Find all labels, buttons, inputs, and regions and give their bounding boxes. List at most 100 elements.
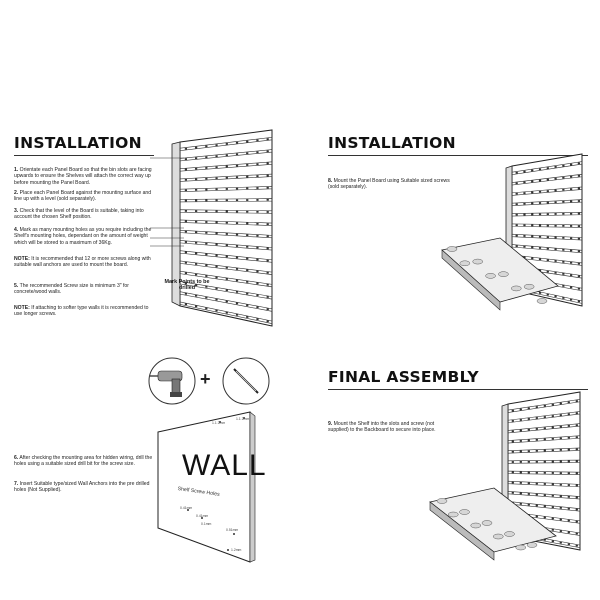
pegboard-slot [543, 404, 546, 407]
mark-points-caption: Mark Points to be drilled [164, 279, 210, 292]
pegboard-slot [570, 212, 573, 215]
pegboard-slot [246, 140, 249, 143]
pegboard-slot-row [179, 291, 273, 312]
pegboard-slot [554, 260, 557, 262]
pegboard-slot [215, 287, 218, 290]
pegboard-slot [543, 460, 546, 463]
pegboard-slot [543, 416, 546, 418]
pegboard-slot [551, 437, 554, 440]
pegboard-slot [515, 192, 518, 195]
pegboard-slot [225, 199, 228, 202]
pegboard-slot [538, 247, 542, 249]
dimension-label: 1.1 2mm [236, 417, 250, 421]
pegboard-slot [575, 412, 578, 415]
step-2: 2. Place each Panel Board against the mo… [14, 190, 152, 203]
pegboard-slot-row [511, 211, 583, 217]
pegboard-slot [184, 272, 188, 274]
pegboard-slot [256, 270, 259, 273]
pegboard-slot [562, 212, 565, 215]
pegboard-slot [266, 162, 269, 165]
wall-label: WALL [182, 449, 267, 482]
pegboard-slot [225, 154, 228, 157]
pegboard-slot [215, 265, 218, 268]
pegboard-slot [256, 222, 259, 225]
pegboard-slot [551, 449, 554, 452]
pegboard-slot [235, 268, 239, 270]
pegboard-slot [246, 257, 249, 260]
pegboard-slot [519, 450, 522, 453]
pegboard-slot [195, 263, 198, 265]
pegboard-slot [256, 258, 259, 261]
pegboard-slot [215, 144, 218, 147]
pegboard-slot [543, 516, 546, 519]
pegboard-slot [205, 177, 208, 180]
pegboard-slot [523, 235, 526, 237]
pegboard-slot [575, 508, 578, 511]
pegboard-slot [225, 244, 228, 247]
pegboard-slot [559, 495, 562, 498]
pegboard-slot [266, 174, 269, 177]
shelf-bin [526, 542, 538, 548]
pegboard-slot [551, 494, 554, 497]
pegboard-slot [523, 213, 526, 216]
pegboard-slot-row [511, 223, 583, 228]
pegboard-slot [256, 199, 259, 201]
wall-board-illustration [157, 411, 256, 563]
pegboard-slot [266, 308, 269, 310]
pegboard-slot [562, 297, 565, 299]
pegboard-slot [554, 213, 557, 215]
pegboard-slot [246, 175, 249, 178]
pegboard-slot [195, 220, 198, 223]
pegboard-slot [511, 481, 514, 484]
pegboard-slot [551, 403, 554, 406]
pegboard-slot [195, 252, 198, 255]
pegboard-slot [551, 517, 554, 520]
shelf-bin [459, 260, 471, 267]
pegboard-slot [256, 187, 259, 189]
pegboard-slot [215, 243, 218, 246]
pegboard-slot [527, 482, 530, 485]
pegboard-slot [570, 249, 573, 252]
pegboard-slot [215, 276, 218, 279]
pegboard-slot [546, 270, 549, 273]
pegboard-slot [577, 237, 581, 240]
pegboard-slot-row [511, 173, 583, 186]
pegboard-slot [551, 472, 554, 474]
pegboard-slot-row [511, 199, 583, 207]
pegboard-slot [559, 472, 562, 474]
shelf-bin [498, 271, 509, 277]
pegboard-slot [184, 147, 188, 150]
pegboard-slot [195, 273, 198, 276]
pegboard-slot [266, 186, 269, 189]
shelf-bin [523, 283, 535, 290]
pegboard-slot [215, 309, 218, 312]
pegboard-slot [567, 472, 570, 475]
pegboard-slot [577, 275, 581, 278]
pegboard-slot [535, 504, 538, 507]
pegboard-slot [205, 231, 208, 234]
pegboard-slot [531, 213, 534, 216]
pegboard-slot [538, 235, 542, 238]
pegboard-slot [551, 460, 554, 463]
pegboard-slot [235, 222, 239, 224]
installation-heading-1: INSTALLATION [14, 134, 142, 152]
pegboard-slot [266, 150, 269, 153]
pegboard-slot [225, 266, 228, 269]
pegboard-slot [551, 528, 554, 531]
pegboard-slot [559, 518, 562, 521]
dimension-label: 0.41mm [180, 506, 193, 510]
pegboard-slot [511, 471, 514, 474]
pegboard-slot [195, 241, 198, 244]
pegboard-slot [225, 300, 228, 303]
pegboard-slot-row [179, 209, 273, 214]
pegboard-slot [559, 402, 562, 405]
pegboard-slot [554, 166, 557, 168]
pegboard-slot [266, 283, 269, 286]
pegboard-slot [559, 425, 562, 428]
pegboard-slot [215, 166, 218, 169]
pegboard-slot [246, 269, 249, 272]
step-4: 4. Mark as many mounting holes as you re… [14, 227, 152, 246]
pegboard-slot [195, 157, 198, 160]
pegboard-slot [535, 493, 538, 496]
pegboard-slot [256, 163, 259, 166]
